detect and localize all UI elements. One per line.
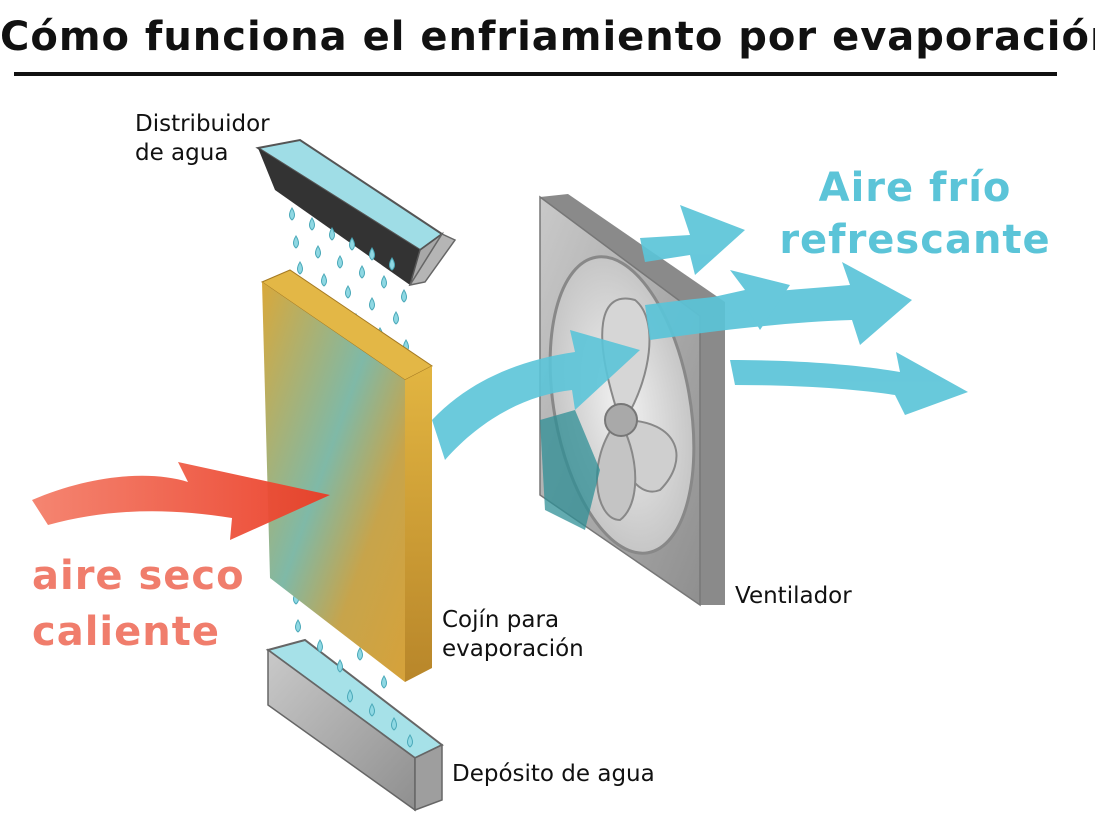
label-cold-air-line1: Aire frío <box>818 165 1012 211</box>
label-hot-air-line1: aire seco <box>32 553 245 599</box>
label-hot-air-line2: caliente <box>32 609 220 655</box>
label-distributor-line2: de agua <box>135 140 229 166</box>
cold-air-arrows <box>640 205 968 415</box>
water-distributor <box>255 138 457 287</box>
label-distributor: Distribuidor de agua <box>135 110 270 168</box>
label-cold-air: Aire frío refrescante <box>770 162 1060 266</box>
cold-air-arrow <box>640 205 745 275</box>
pad-front <box>262 282 405 682</box>
cold-air-arrow <box>730 352 968 415</box>
pad-side <box>405 366 432 682</box>
cooled-air-arrow <box>432 330 640 460</box>
cooled-air-arrow-lower <box>540 410 600 530</box>
label-cold-air-line2: refrescante <box>779 217 1051 263</box>
label-distributor-line1: Distribuidor <box>135 111 270 137</box>
title-underline <box>14 72 1057 76</box>
label-pad-line1: Cojín para <box>442 607 560 633</box>
tank-side <box>414 743 443 812</box>
label-hot-air: aire seco caliente <box>32 548 245 660</box>
cold-air-arrow <box>700 270 790 330</box>
label-pad-line2: evaporación <box>442 636 584 662</box>
water-tank <box>265 638 444 812</box>
label-tank: Depósito de agua <box>452 761 655 787</box>
diagram-title: Cómo funciona el enfriamiento por evapor… <box>0 14 1095 60</box>
cold-air-arrow <box>645 262 912 345</box>
distributor-end <box>408 233 457 287</box>
fan-blade <box>596 418 637 522</box>
evaporation-pad <box>260 269 433 682</box>
distributor-front <box>258 148 420 285</box>
fan-hub <box>604 403 638 437</box>
label-fan: Ventilador <box>735 583 852 609</box>
label-pad: Cojín para evaporación <box>442 606 584 664</box>
hot-air-arrow <box>32 462 330 540</box>
